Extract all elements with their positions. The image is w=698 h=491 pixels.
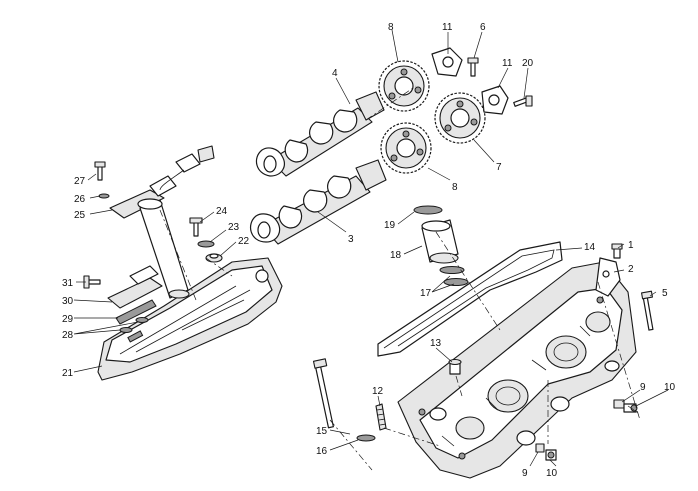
camshaft-gear-upper bbox=[378, 60, 430, 112]
bolt-24 bbox=[189, 217, 203, 237]
callout-6: 6 bbox=[480, 22, 486, 33]
callout-23: 23 bbox=[228, 222, 240, 233]
callout-4: 4 bbox=[332, 68, 338, 79]
callout-11-lower: 11 bbox=[502, 58, 513, 69]
callout-30: 30 bbox=[62, 296, 74, 307]
callout-9-lower: 9 bbox=[522, 468, 528, 479]
grommet-22 bbox=[205, 253, 223, 263]
callout-28: 28 bbox=[62, 330, 74, 341]
callout-11-upper: 11 bbox=[442, 22, 453, 33]
leader-lines bbox=[73, 29, 669, 467]
callout-24: 24 bbox=[216, 206, 228, 217]
callout-26: 26 bbox=[74, 194, 86, 205]
screw-20 bbox=[513, 95, 533, 107]
cylinder-head bbox=[397, 261, 637, 479]
washer-16 bbox=[356, 434, 376, 442]
callout-29: 29 bbox=[62, 314, 74, 325]
callout-19: 19 bbox=[384, 220, 396, 231]
callout-2: 2 bbox=[628, 264, 634, 275]
washer-26 bbox=[98, 193, 110, 199]
screw-31 bbox=[83, 275, 101, 289]
camshaft-gear-lower bbox=[380, 122, 432, 174]
sensor-9-right bbox=[613, 399, 625, 409]
callout-10-lower: 10 bbox=[546, 468, 558, 479]
sensor-9-lower bbox=[535, 443, 545, 453]
callout-3: 3 bbox=[348, 234, 354, 245]
retaining-plate-lower bbox=[481, 85, 509, 115]
spacers-28 bbox=[119, 317, 149, 333]
connector-plug bbox=[159, 145, 215, 191]
callout-31: 31 bbox=[62, 278, 74, 289]
callout-21: 21 bbox=[62, 368, 74, 379]
camshaft-lower bbox=[249, 159, 387, 245]
bracket-30 bbox=[107, 265, 163, 309]
spring-pin-12 bbox=[375, 403, 387, 431]
retaining-plate-upper bbox=[431, 47, 463, 77]
assembly-axes bbox=[159, 85, 641, 471]
plug-13 bbox=[448, 358, 462, 375]
valve-cover-gasket bbox=[377, 241, 563, 357]
callout-13: 13 bbox=[430, 338, 442, 349]
callout-15: 15 bbox=[316, 426, 328, 437]
coil-25 bbox=[109, 175, 190, 299]
callout-17: 17 bbox=[420, 288, 432, 299]
callout-25: 25 bbox=[74, 210, 86, 221]
idler-gear bbox=[434, 92, 486, 144]
callout-10-right: 10 bbox=[664, 382, 676, 393]
callout-16: 16 bbox=[316, 446, 328, 457]
washer-23 bbox=[197, 240, 215, 248]
callout-22: 22 bbox=[238, 236, 250, 247]
callout-9-right: 9 bbox=[640, 382, 646, 393]
callout-18: 18 bbox=[390, 250, 402, 261]
screw-1 bbox=[611, 243, 623, 259]
bolt-5 bbox=[641, 290, 654, 331]
bracket-2 bbox=[595, 257, 621, 297]
gasket-29 bbox=[115, 299, 157, 325]
valve-cover bbox=[97, 257, 283, 381]
callout-27: 27 bbox=[74, 176, 86, 187]
callout-5: 5 bbox=[662, 288, 668, 299]
callout-8-upper: 8 bbox=[388, 22, 394, 33]
long-bolt-15 bbox=[312, 358, 334, 429]
sensor-10-lower bbox=[545, 449, 557, 461]
callout-labels: 8 11 6 11 20 4 7 8 3 27 26 25 24 23 22 1… bbox=[62, 22, 676, 479]
shim-ring-19 bbox=[413, 205, 443, 215]
sleeve-18 bbox=[421, 219, 459, 264]
screw-6 bbox=[467, 57, 479, 77]
callout-20: 20 bbox=[522, 58, 534, 69]
callout-14: 14 bbox=[584, 242, 596, 253]
callout-1: 1 bbox=[628, 240, 634, 251]
o-rings-17 bbox=[439, 266, 469, 286]
camshaft-upper bbox=[255, 91, 385, 177]
callout-7: 7 bbox=[496, 162, 502, 173]
callout-12: 12 bbox=[372, 386, 384, 397]
screw-27 bbox=[94, 161, 106, 181]
callout-8-lower: 8 bbox=[452, 182, 458, 193]
